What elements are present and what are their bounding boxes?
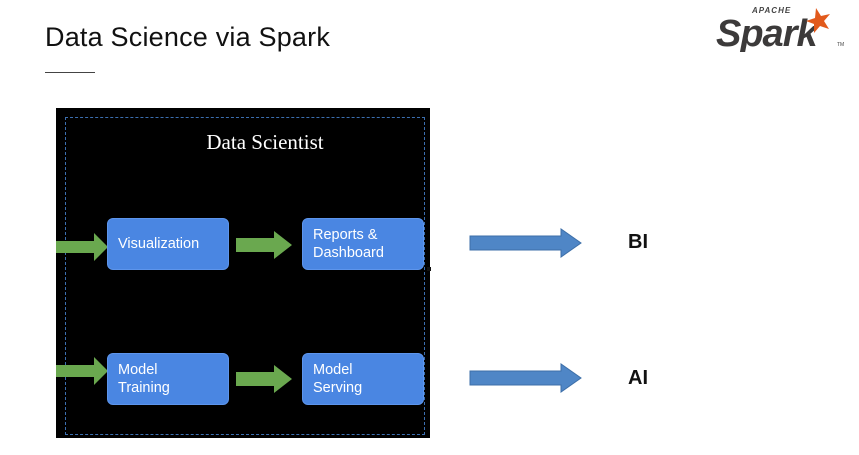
arrow-visualization-to-reports [236, 231, 292, 259]
panel-dashed-border [65, 117, 425, 435]
node-reports-dashboard: Reports & Dashboard [302, 218, 424, 270]
apache-spark-logo: APACHE Spark TM [716, 6, 844, 52]
node-model-training: Model Training [107, 353, 229, 405]
node-visualization: Visualization [107, 218, 229, 270]
node-reports-dashboard-label: Reports & Dashboard [313, 227, 384, 261]
output-label-ai: AI [628, 367, 648, 389]
edge-marker [427, 267, 431, 271]
arrow-training-to-serving [236, 365, 292, 393]
node-model-training-label: Model Training [118, 362, 170, 396]
node-visualization-label: Visualization [118, 236, 200, 252]
logo-trademark-text: TM [837, 42, 844, 48]
slide-title: Data Science via Spark [45, 22, 331, 52]
node-model-serving: Model Serving [302, 353, 424, 405]
incoming-arrow-visualization [56, 233, 108, 261]
incoming-arrow-model-training [56, 357, 108, 385]
node-model-serving-label: Model Serving [313, 362, 363, 396]
arrow-to-bi [469, 228, 582, 258]
arrow-to-ai [469, 363, 582, 393]
spark-star-icon [806, 8, 830, 33]
logo-apache-text: APACHE [751, 6, 791, 15]
logo-spark-text: Spark [716, 13, 819, 52]
title-underline [45, 72, 95, 73]
output-label-bi: BI [628, 231, 648, 253]
panel-title: Data Scientist [206, 130, 324, 154]
